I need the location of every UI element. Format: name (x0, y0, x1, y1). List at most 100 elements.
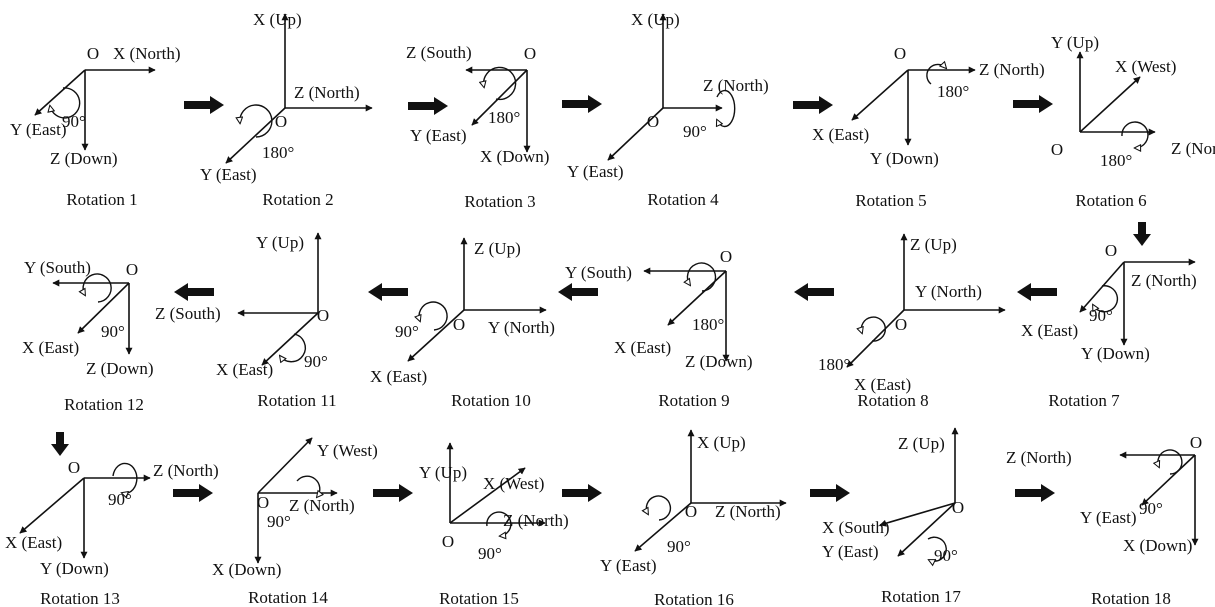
sequence-flow-arrow (562, 484, 602, 502)
sequence-flow-arrow (51, 432, 69, 456)
axis-arrow (449, 467, 526, 524)
rotation-direction-arrow (419, 301, 448, 331)
axis-arrow (634, 502, 692, 552)
axis-label: X (East) (22, 338, 79, 357)
axis-label: Y (Up) (419, 463, 467, 482)
axis-label: Z (North) (1131, 271, 1197, 290)
axis-label: X (Down) (480, 147, 549, 166)
axis-arrow (851, 69, 909, 121)
axis-label: X (East) (614, 338, 671, 357)
axis-label: Y (East) (410, 126, 467, 145)
sequence-flow-arrow (810, 484, 850, 502)
origin-label: O (275, 112, 287, 131)
axis-label: Y (Down) (40, 559, 109, 578)
rotation-caption: Rotation 7 (1048, 391, 1120, 410)
rotation-caption: Rotation 14 (248, 588, 328, 607)
axis-label: Y (East) (10, 120, 67, 139)
origin-label: O (317, 306, 329, 325)
axis-label: Y (North) (915, 282, 982, 301)
rotation-direction-arrow (50, 87, 81, 119)
axis-label: X (East) (216, 360, 273, 379)
rotation-angle-label: 180° (818, 355, 850, 374)
axis-label: Y (Up) (1051, 33, 1099, 52)
axis-label: Z (Down) (86, 359, 154, 378)
rotation-caption: Rotation 11 (257, 391, 336, 410)
rotation-direction-arrow (112, 462, 138, 493)
rotation-direction-arrow (646, 495, 672, 521)
axis-arrow (879, 502, 956, 527)
rotation-panel-10: Z (Up)Y (North)X (East)O90°Rotation 10 (370, 237, 555, 410)
sequence-flow-arrow (173, 484, 213, 502)
sequence-flow-arrow (408, 97, 448, 115)
sequence-flow-arrow (1133, 222, 1151, 246)
axis-label: Z (North) (153, 461, 219, 480)
rotation-direction-arrow (1093, 285, 1119, 313)
origin-label: O (685, 502, 697, 521)
rotation-panel-12: Y (South)X (East)Z (Down)O90°Rotation 12 (22, 258, 154, 414)
rotation-panel-13: Z (North)X (East)Y (Down)O90°Rotation 13 (5, 458, 219, 607)
rotation-panel-4: X (Up)Z (North)Y (East)O90°Rotation 4 (567, 10, 769, 209)
rotation-angle-label: 90° (1139, 499, 1163, 518)
rotation-angle-label: 90° (1089, 306, 1113, 325)
axis-label: X (West) (1115, 57, 1176, 76)
axis-arrow (846, 309, 905, 368)
rotation-direction-arrow (484, 66, 517, 101)
axis-label: Y (South) (24, 258, 91, 277)
rotation-angle-label: 180° (692, 315, 724, 334)
rotation-angle-label: 90° (395, 322, 419, 341)
axis-label: Y (Up) (256, 233, 304, 252)
origin-label: O (257, 493, 269, 512)
origin-label: O (87, 44, 99, 63)
axis-label: X (South) (822, 518, 890, 537)
rotation-angle-label: 90° (304, 352, 328, 371)
axis-arrow (897, 502, 956, 557)
rotation-direction-arrow (928, 536, 947, 561)
axis-arrow (1079, 76, 1141, 133)
axis-arrow (225, 107, 286, 164)
rotation-direction-arrow (861, 316, 887, 342)
origin-label: O (442, 532, 454, 551)
sequence-flow-arrow (373, 484, 413, 502)
axis-label: Z (North) (715, 502, 781, 521)
rotation-direction-arrow (1158, 449, 1183, 475)
sequence-flow-arrow (174, 283, 214, 301)
sequence-flow-arrow (562, 95, 602, 113)
axis-arrow (257, 437, 313, 494)
rotation-angle-label: 90° (267, 512, 291, 531)
axis-label: Y (Down) (1081, 344, 1150, 363)
rotation-caption: Rotation 13 (40, 589, 120, 607)
rotation-caption: Rotation 4 (647, 190, 719, 209)
rotation-direction-arrow (1121, 121, 1149, 148)
rotation-caption: Rotation 10 (451, 391, 531, 410)
axis-label: Z (North) (979, 60, 1045, 79)
rotation-panel-14: Y (West)Z (North)X (Down)O90°Rotation 14 (212, 437, 378, 607)
axis-label: Y (East) (200, 165, 257, 184)
axis-label: X (East) (1021, 321, 1078, 340)
axis-label: Z (North) (1006, 448, 1072, 467)
axis-label: Z (North) (294, 83, 360, 102)
rotation-angle-label: 90° (62, 112, 86, 131)
rotation-caption: Rotation 18 (1091, 589, 1171, 607)
rotation-angle-label: 90° (667, 537, 691, 556)
origin-label: O (1190, 433, 1202, 452)
axis-label: X (North) (113, 44, 181, 63)
axis-label: Y (East) (600, 556, 657, 575)
axis-label: X (Up) (631, 10, 680, 29)
axis-label: Z (Down) (685, 352, 753, 371)
rotation-panel-15: Y (Up)X (West)Z (North)O90°Rotation 15 (419, 442, 569, 607)
rotation-angle-label: 90° (108, 490, 132, 509)
origin-label: O (453, 315, 465, 334)
rotation-angle-label: 90° (683, 122, 707, 141)
rotation-panel-1: X (North)Y (East)Z (Down)O90°Rotation 1 (10, 44, 181, 209)
axis-label: Z (North) (289, 496, 355, 515)
axis-label: Z (South) (406, 43, 472, 62)
axis-arrow (261, 312, 319, 366)
sequence-flow-arrow (1017, 283, 1057, 301)
rotation-caption: Rotation 15 (439, 589, 519, 607)
axis-arrow (607, 107, 664, 161)
axis-arrow (667, 270, 727, 326)
